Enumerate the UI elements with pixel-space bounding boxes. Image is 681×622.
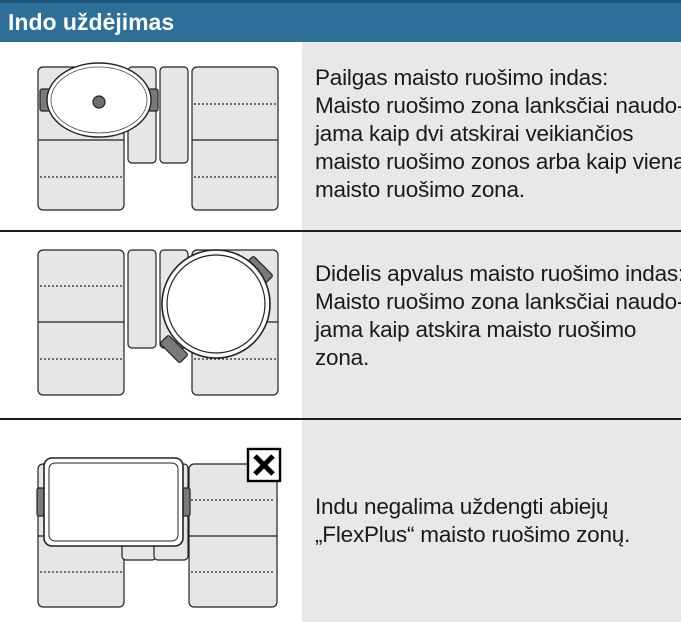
illustration-cell: [0, 42, 302, 230]
description-line: Indu negalima uždengti abiejų: [315, 494, 609, 519]
description-line: Didelis apvalus maisto ruošimo indas:: [315, 261, 681, 286]
description-cell: Didelis apvalus maisto ruošimo indas: Ma…: [302, 232, 681, 418]
middle-strip-right: [159, 66, 189, 164]
rectangular-pot-illustration: [36, 447, 282, 608]
description-line: jama kaip atskira maisto ruošimo: [315, 317, 637, 342]
row-oval-pot: Pailgas maisto ruošimo indas: Maisto ruo…: [0, 42, 681, 230]
row-round-pot: Didelis apvalus maisto ruošimo indas: Ma…: [0, 232, 681, 418]
description-text: Pailgas maisto ruošimo indas: Maisto ruo…: [315, 64, 681, 204]
description-line: maisto ruošimo zona.: [315, 177, 525, 202]
row-separator: [0, 230, 681, 232]
description-text: Didelis apvalus maisto ruošimo indas: Ma…: [315, 260, 681, 372]
description-line: „FlexPlus“ maisto ruošimo zonų.: [315, 522, 631, 547]
description-line: zona.: [315, 345, 370, 370]
description-cell: Pailgas maisto ruošimo indas: Maisto ruo…: [302, 42, 681, 230]
cross-box-icon: [246, 447, 282, 483]
illustration-cell: [0, 232, 302, 418]
description-line: maisto ruošimo zonos arba kaip viena: [315, 149, 681, 174]
rectangular-pot-rim: [48, 462, 179, 542]
round-pot-illustration: [37, 249, 279, 396]
description-cell: Indu negalima uždengti abiejų „FlexPlus“…: [302, 420, 681, 622]
row-separator: [0, 418, 681, 420]
cooking-zone-right: [191, 66, 279, 211]
description-line: Maisto ruošimo zona lanksčiai naudo-: [315, 289, 681, 314]
illustration-cell: [0, 420, 302, 622]
pot-knob: [92, 95, 106, 109]
description-text: Indu negalima uždengti abiejų „FlexPlus“…: [315, 493, 675, 549]
description-line: Maisto ruošimo zona lanksčiai naudo-: [315, 93, 681, 118]
middle-strip-left: [127, 249, 157, 349]
description-line: Pailgas maisto ruošimo indas:: [315, 65, 609, 90]
round-pot-rim: [166, 254, 266, 354]
header-title: Indo uždėjimas: [8, 9, 175, 35]
table-header: Indo uždėjimas: [0, 0, 681, 42]
row-rectangular-pot: Indu negalima uždengti abiejų „FlexPlus“…: [0, 420, 681, 622]
pot-handle-bottom: [160, 335, 188, 363]
description-line: jama kaip dvi atskirai veikiančios: [315, 121, 634, 146]
oval-pot-illustration: [37, 62, 279, 211]
